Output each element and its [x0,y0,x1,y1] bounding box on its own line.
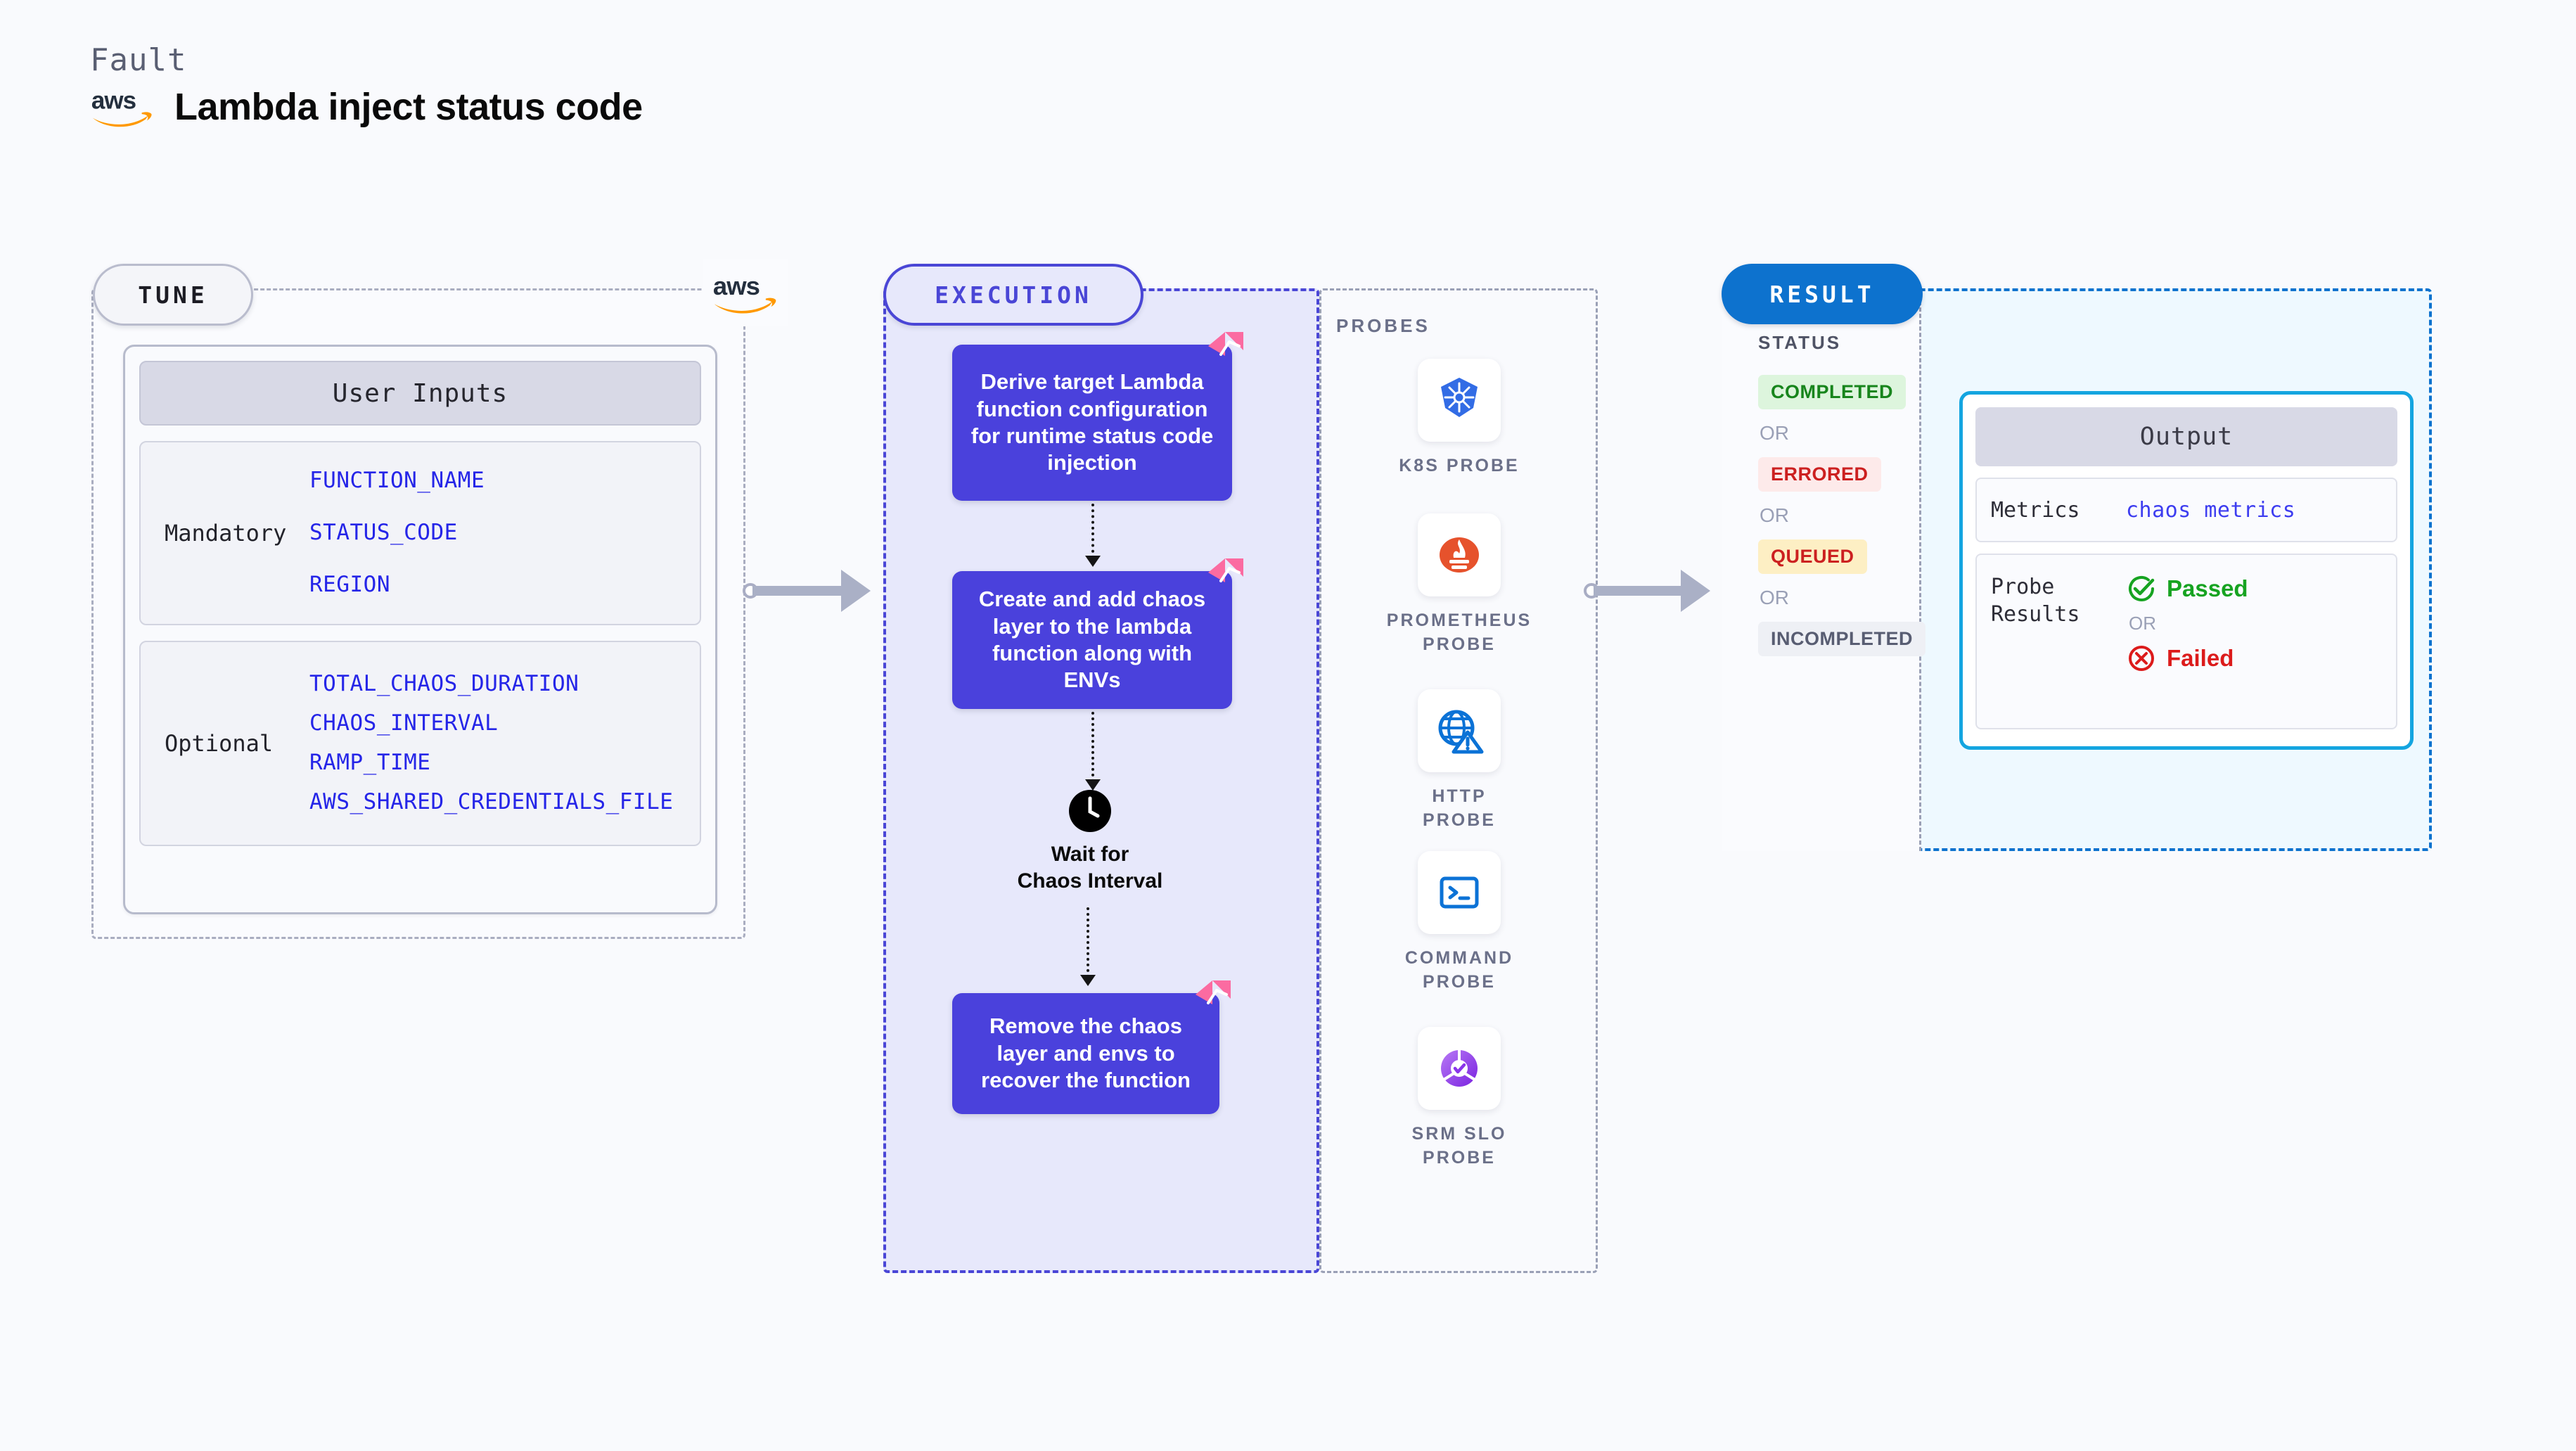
mandatory-label: Mandatory [165,520,287,546]
param-aws-shared-credentials-file: AWS_SHARED_CREDENTIALS_FILE [309,788,674,814]
probe-item-command[interactable]: COMMAND PROBE [1392,851,1526,995]
connector-bar [752,586,857,596]
connector-execution-to-result [1584,570,1740,612]
user-inputs-header: User Inputs [139,361,701,426]
user-inputs-card: User Inputs Mandatory FUNCTION_NAME STAT… [123,345,717,914]
connector-tune-to-execution [743,570,900,612]
metrics-value: chaos metrics [2126,497,2296,523]
x-circle-icon [2129,646,2154,671]
execution-step-3-text: Remove the chaos layer and envs to recov… [981,1014,1191,1093]
output-card: Output Metrics chaos metrics Probe Resul… [1959,391,2414,750]
execution-arrow-1 [1091,504,1096,558]
param-chaos-interval: CHAOS_INTERVAL [309,710,499,736]
status-badge-incompleted: INCOMPLETED [1758,622,1926,656]
execution-step-2[interactable]: Create and add chaos layer to the lambda… [952,558,1243,709]
status-title: STATUS [1758,332,1842,353]
page-header: Fault aws Lambda inject status code [90,42,643,129]
aws-corner-logo: aws [703,259,788,326]
execution-step-2-text: Create and add chaos layer to the lambda… [978,587,1206,693]
status-badge-errored: ERRORED [1758,457,1881,492]
execution-arrow-2 [1091,712,1096,782]
probe-results-key-line2: Results [1991,602,2080,627]
execution-step-1-text: Derive target Lambda function configurat… [970,369,1214,475]
output-header: Output [1975,407,2397,466]
check-circle-icon [2129,576,2155,601]
status-badge-queued: QUEUED [1758,539,1867,574]
execution-step-1[interactable]: Derive target Lambda function configurat… [952,332,1243,501]
probe-item-prometheus[interactable]: PROMETHEUS PROBE [1387,513,1530,657]
probes-title: PROBES [1336,315,1430,336]
param-ramp-time: RAMP_TIME [309,750,431,775]
status-or-2: OR [1760,504,1789,526]
execution-pill-label: EXECUTION [883,264,1143,326]
litmus-flag-icon [1208,558,1243,582]
mandatory-params-block: Mandatory FUNCTION_NAME STATUS_CODE REGI… [139,441,701,625]
fault-label: Fault [90,42,187,78]
status-or-1: OR [1760,422,1789,444]
wait-node-label: Wait for Chaos Interval [1017,843,1163,893]
status-column: STATUS COMPLETED OR ERRORED OR QUEUED OR… [1722,288,1926,851]
prometheus-icon [1418,513,1501,596]
failed-label: Failed [2167,645,2234,671]
probe-result-failed: Failed [2126,643,2248,674]
status-or-3: OR [1760,587,1789,608]
kubernetes-icon [1418,359,1501,442]
globe-warning-icon [1418,689,1501,772]
clock-icon [1069,790,1111,832]
probe-item-k8s[interactable]: K8S PROBE [1392,359,1526,478]
optional-params-block: Optional TOTAL_CHAOS_DURATION CHAOS_INTE… [139,641,701,846]
execution-arrow-3-head [1080,975,1096,986]
page-title: Lambda inject status code [174,86,643,128]
param-total-chaos-duration: TOTAL_CHAOS_DURATION [309,671,579,697]
param-region: REGION [309,571,390,597]
status-badge-completed: COMPLETED [1758,375,1907,409]
connector-arrow-head [841,570,871,612]
probe-item-http[interactable]: HTTP PROBE [1392,689,1526,833]
result-pill-label: RESULT [1722,264,1923,324]
svg-text:aws: aws [713,271,760,300]
connector-arrow-head [1681,570,1710,612]
output-probe-results-row: Probe Results Passed OR Failed [1975,554,2397,729]
probe-label-k8s: K8S PROBE [1399,456,1520,475]
probe-label-prometheus: PROMETHEUS PROBE [1386,611,1532,654]
tune-pill-label: TUNE [93,264,253,326]
probe-result-or: OR [2129,613,2156,634]
param-function-name: FUNCTION_NAME [309,468,485,494]
probe-results-key: Probe Results [1991,573,2126,628]
optional-label: Optional [165,730,274,757]
probe-item-srm-slo[interactable]: SRM SLO PROBE [1392,1027,1526,1170]
aws-logo: aws [90,85,155,129]
probe-result-passed: Passed [2126,573,2248,604]
output-metrics-row: Metrics chaos metrics [1975,478,2397,542]
execution-arrow-3 [1087,907,1091,978]
passed-label: Passed [2167,575,2248,601]
param-status-code: STATUS_CODE [309,520,458,546]
probe-label-http: HTTP PROBE [1423,786,1496,830]
connector-bar [1594,586,1696,596]
execution-step-3[interactable]: Remove the chaos layer and envs to recov… [952,980,1231,1114]
svg-text:aws: aws [91,87,136,115]
metrics-key: Metrics [1991,497,2080,523]
probe-results-key-line1: Probe [1991,575,2055,599]
execution-arrow-2-head [1085,779,1101,791]
terminal-icon [1418,851,1501,934]
probe-label-srm-slo: SRM SLO PROBE [1411,1124,1507,1168]
litmus-flag-icon [1208,332,1243,356]
srm-slo-icon [1418,1027,1501,1110]
litmus-flag-icon [1196,980,1231,1004]
probe-label-command: COMMAND PROBE [1404,948,1514,992]
execution-arrow-1-head [1085,556,1101,567]
wait-for-chaos-interval-node: Wait for Chaos Interval [992,789,1188,894]
